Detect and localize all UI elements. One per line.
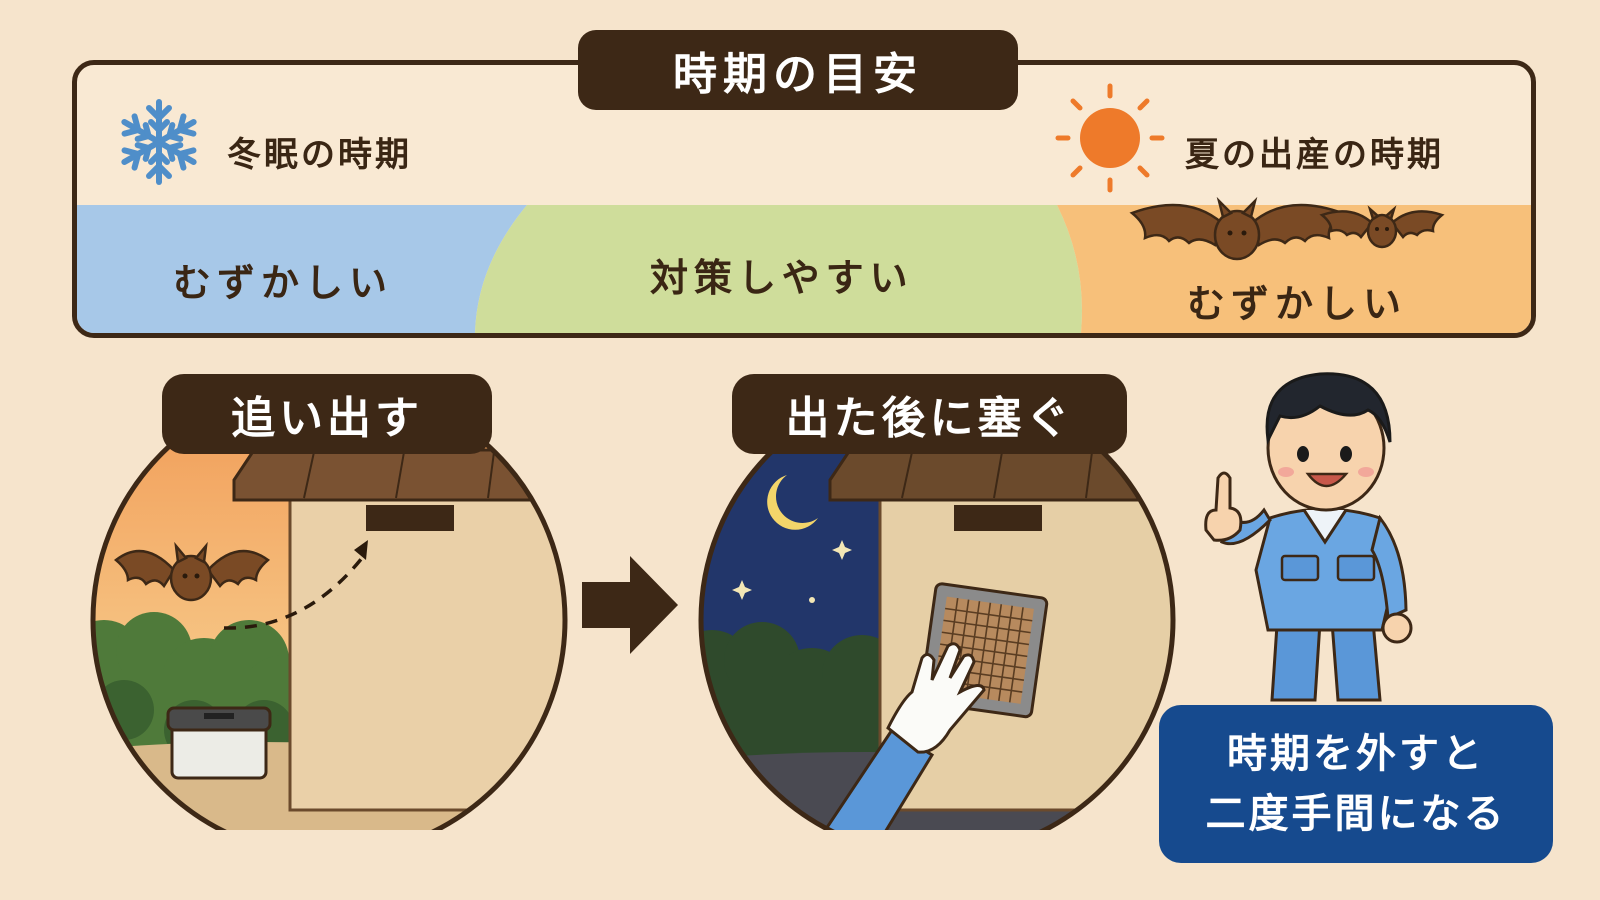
note-line-2: 二度手間になる [1205, 791, 1507, 837]
band-label-winter: むずかしい [173, 261, 394, 305]
arrow-right-icon [582, 556, 678, 654]
band-spring-autumn [475, 205, 1082, 333]
scene-evict [90, 410, 568, 830]
band-label-easy: 対策しやすい [650, 256, 914, 300]
band-label-summer: むずかしい [1187, 282, 1408, 326]
worker-illustration [1204, 372, 1413, 702]
sun-icon [1055, 83, 1165, 193]
step-badge-seal: 出た後に塞ぐ [732, 374, 1127, 454]
band-winter [77, 205, 527, 333]
timing-title: 時期の目安 [578, 30, 1018, 110]
snowflake-icon [117, 99, 201, 187]
step-badge-evict: 追い出す [162, 374, 492, 454]
bat-icon [1129, 196, 1445, 261]
note-line-1: 時期を外すと [1227, 731, 1485, 777]
winter-label: 冬眠の時期 [227, 135, 412, 175]
moon-icon [767, 475, 818, 530]
bat-icon [114, 541, 271, 602]
scene-seal [698, 410, 1176, 830]
summer-label: 夏の出産の時期 [1185, 135, 1444, 175]
note-box: 時期を外すと 二度手間になる [1159, 705, 1553, 863]
season-bands [77, 205, 1531, 333]
